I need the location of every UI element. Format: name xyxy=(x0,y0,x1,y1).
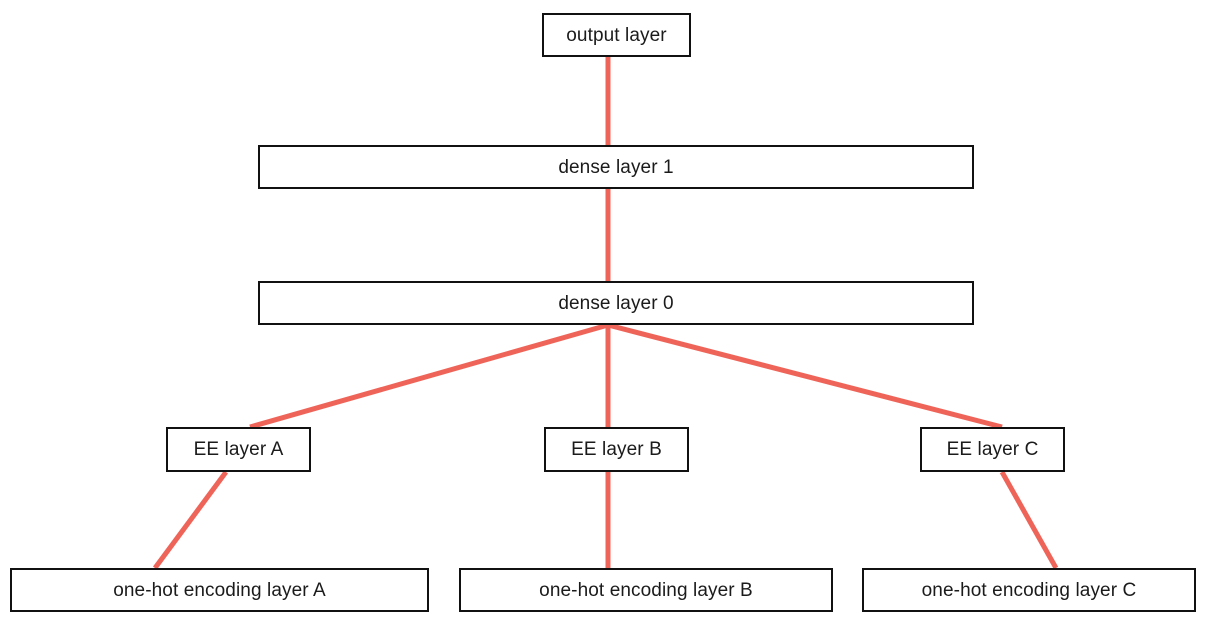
edge-ee-a-to-dense0 xyxy=(249,322,609,430)
node-label-dense-layer-0: dense layer 0 xyxy=(558,292,674,314)
edge-ee-c-to-dense0 xyxy=(607,322,1003,430)
node-label-one-hot-encoding-layer-c: one-hot encoding layer C xyxy=(921,579,1137,601)
node-one-hot-encoding-layer-b[interactable]: one-hot encoding layer B xyxy=(459,568,833,612)
node-ee-layer-c[interactable]: EE layer C xyxy=(920,427,1065,472)
node-label-ee-layer-a: EE layer A xyxy=(193,439,284,460)
node-label-one-hot-encoding-layer-b: one-hot encoding layer B xyxy=(539,579,753,601)
node-output-layer[interactable]: output layer xyxy=(542,13,691,57)
node-one-hot-encoding-layer-c[interactable]: one-hot encoding layer C xyxy=(862,568,1196,612)
node-dense-layer-0[interactable]: dense layer 0 xyxy=(258,281,974,325)
node-label-ee-layer-c: EE layer C xyxy=(946,439,1039,460)
node-ee-layer-a[interactable]: EE layer A xyxy=(166,427,311,472)
edge-onehot-a-to-ee-a xyxy=(152,470,229,570)
node-label-one-hot-encoding-layer-a: one-hot encoding layer A xyxy=(113,579,326,601)
node-one-hot-encoding-layer-a[interactable]: one-hot encoding layer A xyxy=(10,568,429,612)
node-label-ee-layer-b: EE layer B xyxy=(571,439,662,460)
node-ee-layer-b[interactable]: EE layer B xyxy=(544,427,689,472)
node-label-output-layer: output layer xyxy=(566,24,667,46)
node-dense-layer-1[interactable]: dense layer 1 xyxy=(258,145,974,189)
edge-onehot-c-to-ee-c xyxy=(999,470,1059,570)
node-label-dense-layer-1: dense layer 1 xyxy=(558,156,674,178)
